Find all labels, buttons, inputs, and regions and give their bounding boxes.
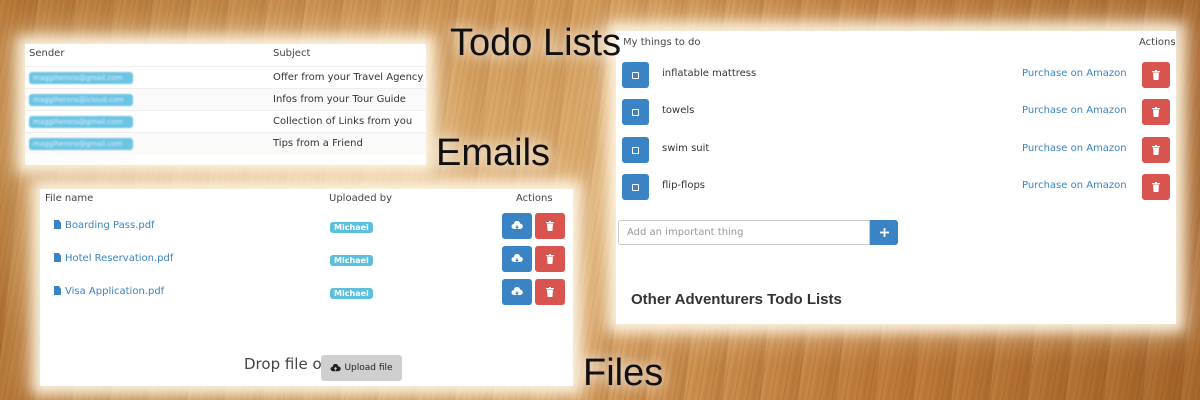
delete-file-button[interactable]	[535, 279, 565, 305]
email-sender[interactable]: maggiherons@gmail.com	[29, 116, 133, 128]
file-link[interactable]: Hotel Reservation.pdf	[54, 253, 173, 264]
plus-icon	[879, 228, 889, 237]
uploader-badge: Michael	[330, 222, 373, 233]
checkbox-icon	[632, 71, 639, 79]
file-name: Visa Application.pdf	[65, 286, 165, 297]
file-link[interactable]: Boarding Pass.pdf	[54, 220, 155, 231]
email-sender[interactable]: maggiherons@icloud.com	[29, 94, 133, 106]
trash-icon	[1152, 70, 1160, 80]
purchase-on-amazon-link[interactable]: Purchase on Amazon	[1022, 68, 1127, 79]
cloud-upload-icon	[330, 363, 342, 371]
column-header-uploaded-by: Uploaded by	[329, 193, 392, 204]
file-row: Hotel Reservation.pdf Michael	[40, 243, 573, 276]
cloud-download-icon	[511, 287, 523, 296]
column-header-file-name: File name	[45, 193, 94, 204]
download-button[interactable]	[502, 246, 532, 272]
todo-checkbox[interactable]	[622, 99, 649, 125]
file-name: Hotel Reservation.pdf	[65, 253, 174, 264]
trash-icon	[1152, 182, 1160, 192]
todo-item-text: inflatable mattress	[662, 68, 757, 79]
file-name: Boarding Pass.pdf	[65, 220, 155, 231]
download-button[interactable]	[502, 279, 532, 305]
caption-files: Files	[583, 352, 664, 394]
todo-item: towels Purchase on Amazon	[616, 68, 1176, 125]
file-icon	[54, 253, 61, 262]
email-subject[interactable]: Tips from a Friend	[273, 138, 363, 149]
trash-icon	[546, 254, 554, 264]
todo-item: swim suit Purchase on Amazon	[616, 106, 1176, 163]
column-header-subject: Subject	[273, 48, 311, 59]
delete-file-button[interactable]	[535, 213, 565, 239]
todo-item-text: swim suit	[662, 143, 710, 154]
email-sender[interactable]: maggiherons@gmail.com	[29, 72, 133, 84]
delete-todo-button[interactable]	[1142, 137, 1170, 163]
file-icon	[54, 220, 61, 229]
column-header-sender: Sender	[29, 48, 65, 59]
email-row[interactable]: maggiherons@gmail.com Tips from a Friend	[25, 132, 426, 154]
trash-icon	[546, 221, 554, 231]
checkbox-icon	[632, 183, 639, 191]
email-row[interactable]: maggiherons@gmail.com Collection of Link…	[25, 110, 426, 132]
email-sender[interactable]: maggiherons@gmail.com	[29, 138, 133, 150]
column-header-things-to-do: My things to do	[623, 37, 701, 48]
cloud-download-icon	[511, 254, 523, 263]
checkbox-icon	[632, 108, 639, 116]
trash-icon	[1152, 145, 1160, 155]
column-header-actions: Actions	[516, 193, 553, 204]
email-subject[interactable]: Collection of Links from you	[273, 116, 413, 127]
add-todo-button[interactable]	[870, 220, 898, 245]
upload-file-label: Upload file	[344, 363, 393, 373]
other-adventurers-title: Other Adventurers Todo Lists	[631, 291, 842, 308]
todo-item-text: flip-flops	[662, 180, 706, 191]
cloud-download-icon	[511, 221, 523, 230]
todo-item: flip-flops Purchase on Amazon	[616, 143, 1176, 200]
email-subject[interactable]: Infos from your Tour Guide	[273, 94, 406, 105]
file-icon	[54, 286, 61, 295]
trash-icon	[546, 287, 554, 297]
upload-file-button[interactable]: Upload file	[321, 355, 402, 381]
file-row: Visa Application.pdf Michael	[40, 276, 573, 309]
uploader-badge: Michael	[330, 255, 373, 266]
todo-checkbox[interactable]	[622, 174, 649, 200]
email-subject[interactable]: Offer from your Travel Agency	[273, 72, 424, 83]
email-row[interactable]: maggiherons@icloud.com Infos from your T…	[25, 88, 426, 110]
add-todo-input[interactable]	[618, 220, 870, 245]
files-panel: File name Uploaded by Actions Boarding P…	[40, 189, 573, 386]
todo-checkbox[interactable]	[622, 62, 649, 88]
trash-icon	[1152, 107, 1160, 117]
column-header-actions: Actions	[1139, 37, 1176, 48]
file-row: Boarding Pass.pdf Michael	[40, 210, 573, 243]
email-row[interactable]: maggiherons@gmail.com Offer from your Tr…	[25, 66, 426, 88]
caption-todo-lists: Todo Lists	[450, 22, 622, 64]
checkbox-icon	[632, 146, 639, 154]
delete-todo-button[interactable]	[1142, 99, 1170, 125]
drop-zone-label[interactable]: Drop file or	[244, 355, 328, 373]
file-link[interactable]: Visa Application.pdf	[54, 286, 164, 297]
uploader-badge: Michael	[330, 288, 373, 299]
purchase-on-amazon-link[interactable]: Purchase on Amazon	[1022, 143, 1127, 154]
delete-todo-button[interactable]	[1142, 174, 1170, 200]
todo-item: inflatable mattress Purchase on Amazon	[616, 31, 1176, 88]
emails-panel: Sender Subject maggiherons@gmail.com Off…	[25, 44, 426, 165]
download-button[interactable]	[502, 213, 532, 239]
delete-todo-button[interactable]	[1142, 62, 1170, 88]
purchase-on-amazon-link[interactable]: Purchase on Amazon	[1022, 180, 1127, 191]
caption-emails: Emails	[436, 132, 551, 174]
purchase-on-amazon-link[interactable]: Purchase on Amazon	[1022, 105, 1127, 116]
todo-panel: My things to do Actions inflatable mattr…	[616, 31, 1176, 324]
todo-item-text: towels	[662, 105, 695, 116]
todo-checkbox[interactable]	[622, 137, 649, 163]
delete-file-button[interactable]	[535, 246, 565, 272]
